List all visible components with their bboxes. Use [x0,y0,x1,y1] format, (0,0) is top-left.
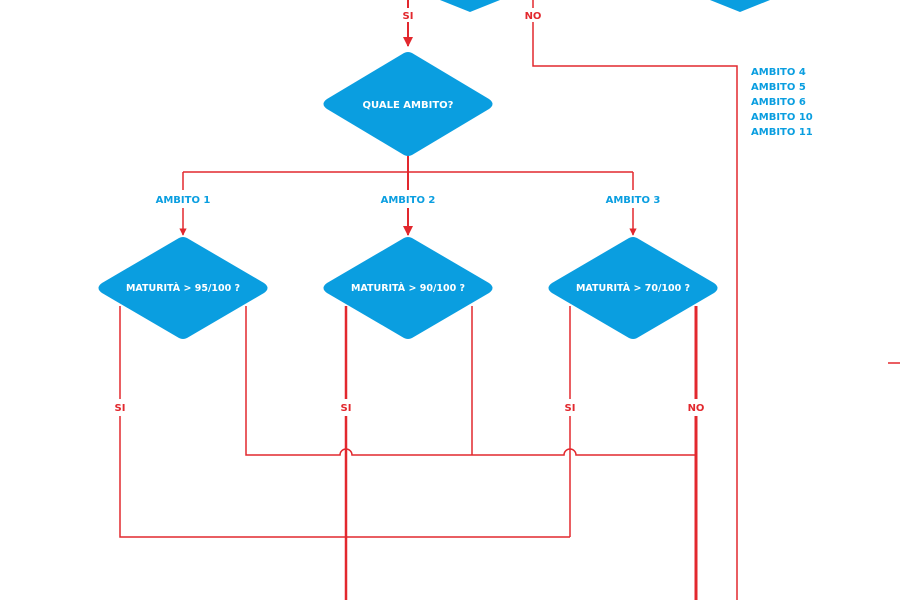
other-ambito: AMBITO 11 [751,127,813,138]
d1-no-path [245,306,696,456]
d3-no-label: NO [688,403,705,414]
branch-2-label: AMBITO 2 [381,195,436,206]
decision-1-text: MATURITÀ > 95/100 ? [126,282,240,294]
top-si-label: SI [403,11,414,22]
top-diamond-right [710,0,770,12]
d3-si-label: SI [565,403,576,414]
top-no-path [532,22,738,600]
other-ambito: AMBITO 10 [751,112,813,123]
d1-si-label: SI [115,403,126,414]
decision-diamond-3: MATURITÀ > 70/100 ? [548,237,718,339]
decision-3-text: MATURITÀ > 70/100 ? [576,282,690,294]
other-ambito: AMBITO 6 [751,97,806,108]
decision-diamond-1: MATURITÀ > 95/100 ? [98,237,268,339]
other-ambiti-list: AMBITO 4 AMBITO 5 AMBITO 6 AMBITO 10 AMB… [751,67,813,138]
branch-1-label: AMBITO 1 [156,195,211,206]
decision-2-text: MATURITÀ > 90/100 ? [351,282,465,294]
decision-diamond-2: MATURITÀ > 90/100 ? [323,237,493,339]
connectors [119,0,900,600]
main-question-text: QUALE AMBITO? [363,100,454,111]
branch-3-label: AMBITO 3 [606,195,661,206]
other-ambito: AMBITO 5 [751,82,806,93]
d1-si-bottom [119,416,570,538]
top-no-label: NO [525,11,542,22]
top-diamond-left [440,0,500,12]
d2-si-label: SI [341,403,352,414]
other-ambito: AMBITO 4 [751,67,806,78]
main-question-diamond: QUALE AMBITO? [323,52,493,156]
